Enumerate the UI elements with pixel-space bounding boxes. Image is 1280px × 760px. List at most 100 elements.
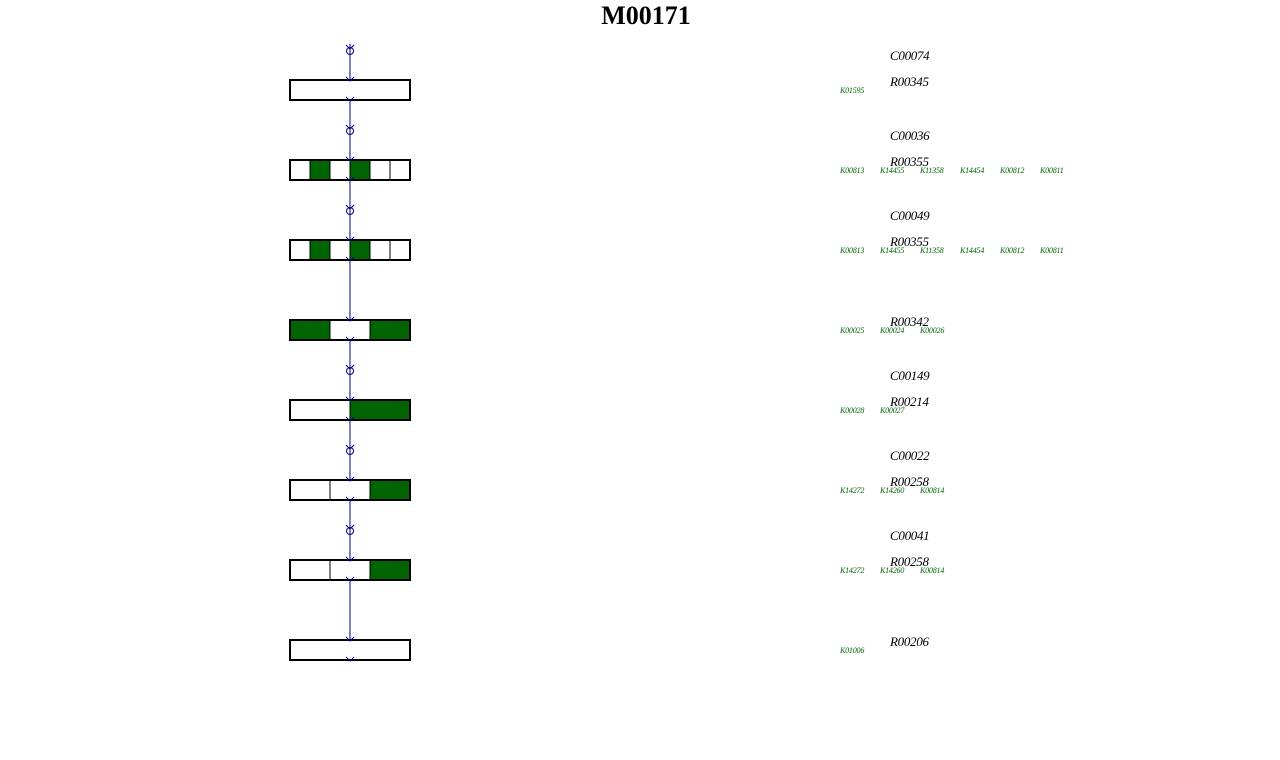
ko-cell-absent[interactable] — [329, 479, 371, 501]
arrow-head-icon — [345, 476, 355, 482]
reaction-label[interactable]: R00206 — [889, 634, 930, 649]
ko-link[interactable]: K00814 — [919, 486, 945, 495]
compound-label[interactable]: C00041 — [890, 528, 930, 543]
ko-link[interactable]: K00811 — [1039, 246, 1064, 255]
ko-link[interactable]: K00814 — [919, 566, 945, 575]
ko-cell-absent[interactable] — [289, 559, 331, 581]
ko-cell-absent[interactable] — [289, 639, 411, 661]
ko-cell-absent[interactable] — [369, 239, 391, 261]
reaction-label[interactable]: R00355 — [889, 154, 930, 169]
reaction-box[interactable] — [289, 319, 411, 341]
ko-link[interactable]: K00026 — [919, 326, 945, 335]
reaction-box[interactable] — [289, 559, 411, 581]
reaction-label[interactable]: R00258 — [889, 474, 930, 489]
arrow-head-icon — [345, 96, 355, 102]
reaction-box-border — [289, 239, 411, 261]
ko-link[interactable]: K14454 — [959, 166, 985, 175]
ko-link[interactable]: K14455 — [879, 166, 905, 175]
ko-cell-present[interactable] — [349, 399, 411, 421]
ko-cell-absent[interactable] — [289, 79, 411, 101]
ko-link[interactable]: K00812 — [999, 166, 1025, 175]
reaction-box[interactable] — [289, 399, 411, 421]
ko-link[interactable]: K00813 — [839, 246, 865, 255]
ko-link[interactable]: K14455 — [879, 246, 905, 255]
arrow-head-icon — [345, 576, 355, 582]
reaction-box-border — [289, 639, 411, 661]
arrow-head-icon — [345, 204, 355, 210]
ko-link[interactable]: K00025 — [839, 326, 865, 335]
ko-cell-absent[interactable] — [389, 159, 411, 181]
compound-label[interactable]: C00074 — [890, 48, 930, 63]
compound-node-icon — [346, 447, 354, 455]
compound-label[interactable]: C00049 — [890, 208, 930, 223]
ko-cell-absent[interactable] — [329, 319, 371, 341]
ko-cell-present[interactable] — [349, 239, 371, 261]
reaction-box-border — [289, 319, 411, 341]
ko-cell-absent[interactable] — [369, 159, 391, 181]
ko-link[interactable]: K14454 — [959, 246, 985, 255]
ko-link[interactable]: K00027 — [879, 406, 906, 415]
ko-link[interactable]: K11358 — [919, 246, 944, 255]
reaction-box-border — [289, 159, 411, 181]
arrow-head-icon — [345, 524, 355, 530]
arrow-head-icon — [345, 176, 355, 182]
arrow-head-icon — [345, 556, 355, 562]
ko-cell-absent[interactable] — [329, 239, 351, 261]
reaction-label[interactable]: R00258 — [889, 554, 930, 569]
ko-cell-absent[interactable] — [389, 239, 411, 261]
arrow-head-icon — [345, 656, 355, 662]
reaction-box-border — [289, 399, 411, 421]
ko-cell-absent[interactable] — [289, 159, 311, 181]
compound-label[interactable]: C00036 — [890, 128, 930, 143]
arrow-head-icon — [345, 364, 355, 370]
reaction-label[interactable]: R00355 — [889, 234, 930, 249]
ko-cell-absent[interactable] — [329, 559, 371, 581]
compound-node-icon — [346, 527, 354, 535]
reaction-box[interactable] — [289, 79, 411, 101]
reaction-box[interactable] — [289, 479, 411, 501]
arrow-head-icon — [345, 256, 355, 262]
compound-label[interactable]: C00149 — [890, 368, 930, 383]
arrow-head-icon — [345, 396, 355, 402]
arrow-head-icon — [345, 316, 355, 322]
reaction-box[interactable] — [289, 239, 411, 261]
reaction-box-border — [289, 559, 411, 581]
reaction-label[interactable]: R00345 — [889, 74, 930, 89]
ko-cell-absent[interactable] — [289, 399, 351, 421]
ko-link[interactable]: K11358 — [919, 166, 944, 175]
ko-link[interactable]: K00812 — [999, 246, 1025, 255]
ko-cell-present[interactable] — [309, 159, 331, 181]
ko-link[interactable]: K01595 — [839, 86, 865, 95]
ko-link[interactable]: K14272 — [839, 566, 865, 575]
reaction-label[interactable]: R00342 — [889, 314, 930, 329]
ko-cell-present[interactable] — [309, 239, 331, 261]
compound-label[interactable]: C00022 — [890, 448, 930, 463]
compound-node-icon — [346, 47, 354, 55]
ko-link[interactable]: K00811 — [1039, 166, 1064, 175]
ko-link[interactable]: K00024 — [879, 326, 905, 335]
ko-link[interactable]: K01006 — [839, 646, 865, 655]
arrow-head-icon — [345, 44, 355, 50]
ko-cell-present[interactable] — [369, 479, 411, 501]
ko-cell-present[interactable] — [369, 559, 411, 581]
ko-link[interactable]: K00028 — [839, 406, 865, 415]
compound-node-icon — [346, 207, 354, 215]
arrow-head-icon — [345, 124, 355, 130]
ko-cell-present[interactable] — [369, 319, 411, 341]
reaction-label[interactable]: R00214 — [889, 394, 930, 409]
ko-cell-present[interactable] — [289, 319, 331, 341]
ko-link[interactable]: K14260 — [879, 566, 905, 575]
ko-cell-absent[interactable] — [289, 239, 311, 261]
reaction-box[interactable] — [289, 639, 411, 661]
ko-cell-present[interactable] — [349, 159, 371, 181]
ko-link[interactable]: K14272 — [839, 486, 865, 495]
ko-cell-absent[interactable] — [329, 159, 351, 181]
ko-link[interactable]: K14260 — [879, 486, 905, 495]
arrow-head-icon — [345, 336, 355, 342]
compound-node-icon — [346, 127, 354, 135]
reaction-box[interactable] — [289, 159, 411, 181]
ko-link[interactable]: K00813 — [839, 166, 865, 175]
ko-cell-absent[interactable] — [289, 479, 331, 501]
